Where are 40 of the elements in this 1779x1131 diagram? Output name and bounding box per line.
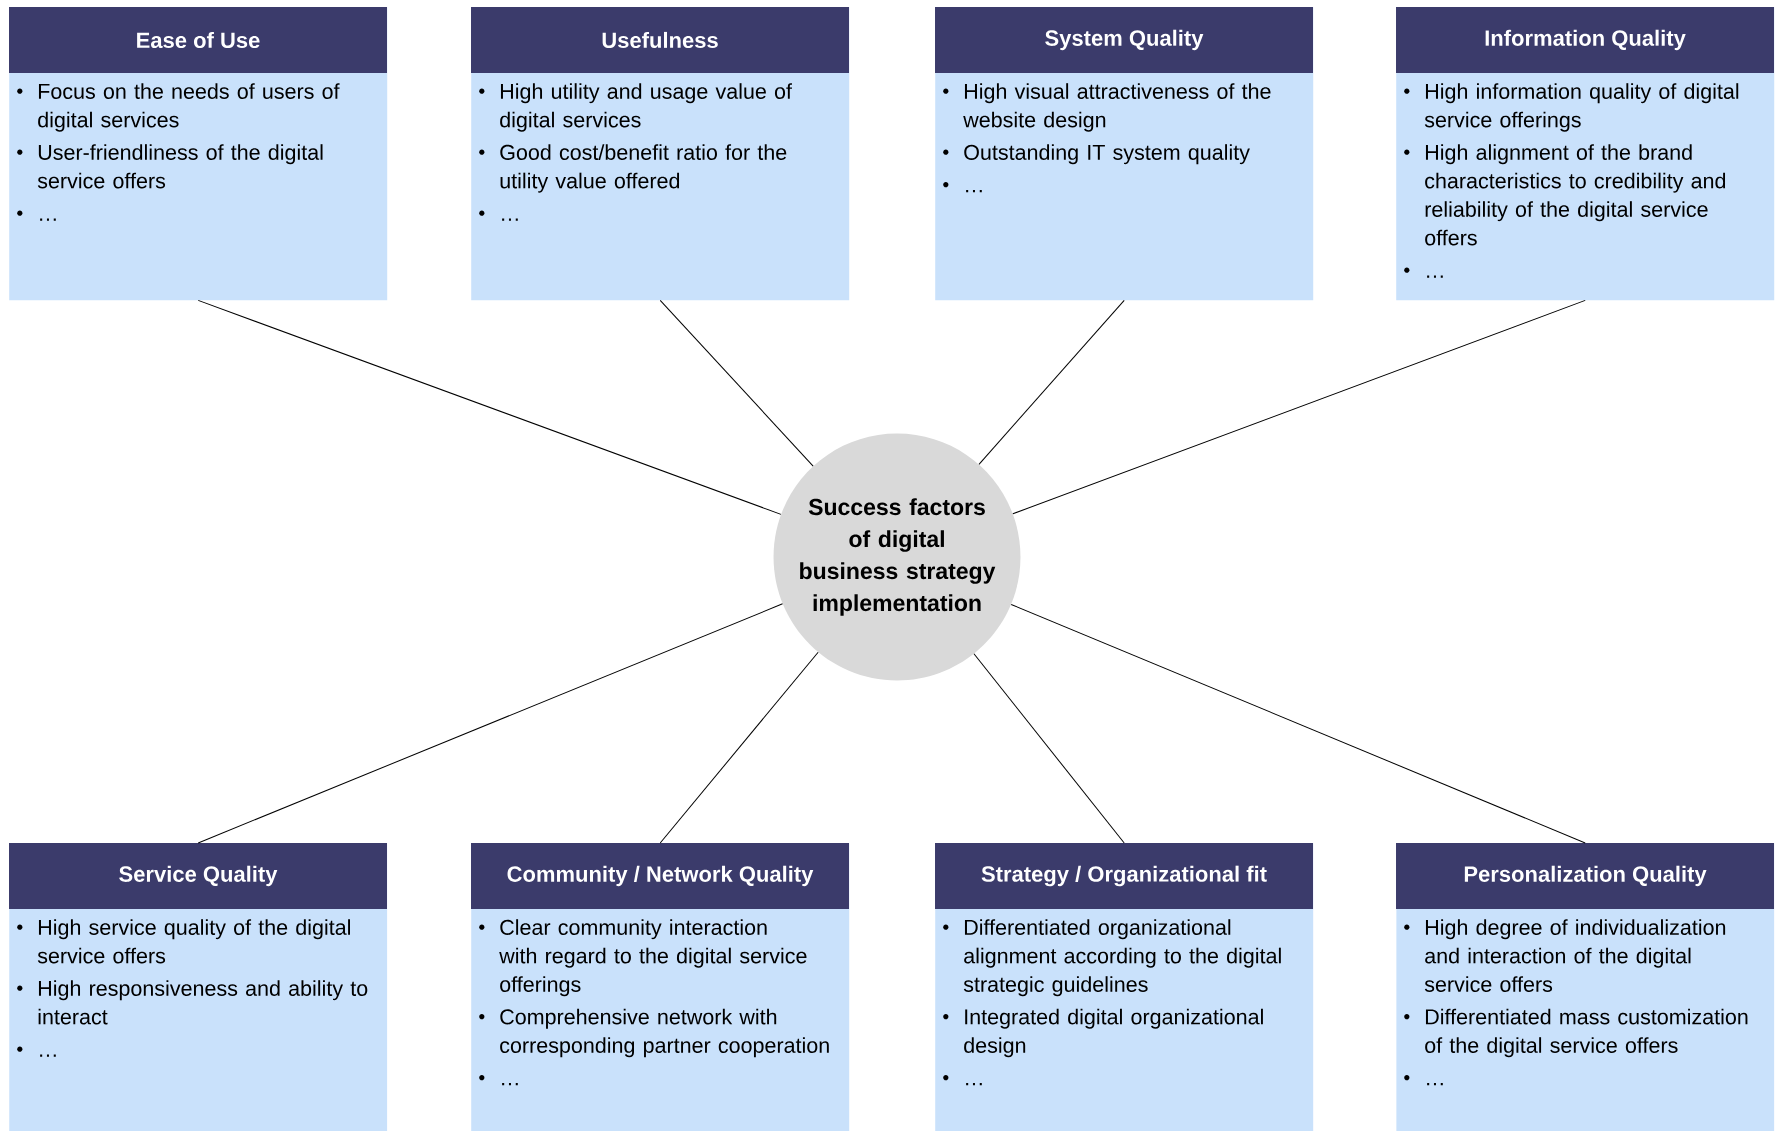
list-item: High service quality of the digital service offers (37, 919, 350, 964)
connector-line (197, 603, 784, 844)
list-item: … (966, 1082, 982, 1086)
card: Service Quality High service quality of the digital service offers High responsiveness and ability to interact … (9, 843, 388, 1131)
list-item: … (40, 218, 56, 221)
list-item: Integrated digital organizational design (964, 1008, 1263, 1058)
list-item: … (1427, 1082, 1443, 1086)
card: Community / Network Quality Clear community interaction with regard to the digital service offerings Comprehensive network with corresponding partner cooperation … (471, 843, 850, 1131)
connector-line (973, 653, 1125, 844)
list-item: Differentiated organizational alignment according to the digital strategic guidelines (963, 919, 1281, 997)
list-item: … (966, 189, 982, 193)
list-item: Comprehensive network with corresponding partner cooperation (500, 1008, 829, 1058)
connector-line (1012, 299, 1586, 515)
list-item: High utility and usage value of digital services (500, 83, 792, 132)
list-item: High degree of individualization and interaction of the digital service offers (1424, 919, 1726, 992)
list-item: Focus on the needs of users of digital services (38, 83, 340, 132)
card: Information Quality High information quality of digital service offerings High alignment of the brand characteristics to credibility and reliability of the digital service offers … (1396, 7, 1775, 301)
card: Ease of Use Focus on the needs of users of digital services User-friendliness of the digital service offers … (9, 7, 388, 301)
card: Strategy / Organizational fit Differentiated organizational alignment according to the digital strategic guidelines Integrated digital organizational design … (935, 843, 1314, 1131)
connector-line (1010, 603, 1586, 844)
card: Personalization Quality High degree of individualization and interaction of the digital service offers Differentiated mass customization of the digital service offers … (1396, 843, 1775, 1131)
list-item: … (1427, 275, 1443, 278)
list-item: Outstanding IT system quality (964, 144, 1250, 165)
list-item: Differentiated mass customization of the digital service offers (1425, 1008, 1748, 1058)
list-item: User-friendliness of the digital service offers (37, 144, 323, 189)
card: Usefulness High utility and usage value of digital services Good cost/benefit ratio for the utility value offered … (471, 7, 850, 301)
connector-line (659, 651, 819, 844)
list-item: … (502, 218, 518, 221)
card: System Quality High visual attractiveness of the website design Outstanding IT system quality … (935, 7, 1314, 301)
list-item: High responsiveness and ability to interact (38, 980, 368, 1025)
list-item: High information quality of digital service offerings (1424, 83, 1739, 132)
list-item: Clear community interaction with regard to the digital service offerings (499, 919, 807, 997)
list-item: … (40, 1054, 56, 1057)
connector-line (197, 299, 782, 515)
list-item: High visual attractiveness of the website design (963, 83, 1271, 132)
connector-line (659, 299, 814, 467)
connector-line (978, 299, 1125, 465)
list-item: High alignment of the brand characteristics to credibility and reliability of the digital service offers (1425, 144, 1726, 246)
list-item: … (502, 1082, 518, 1086)
list-item: Good cost/benefit ratio for the utility value offered (500, 144, 787, 193)
